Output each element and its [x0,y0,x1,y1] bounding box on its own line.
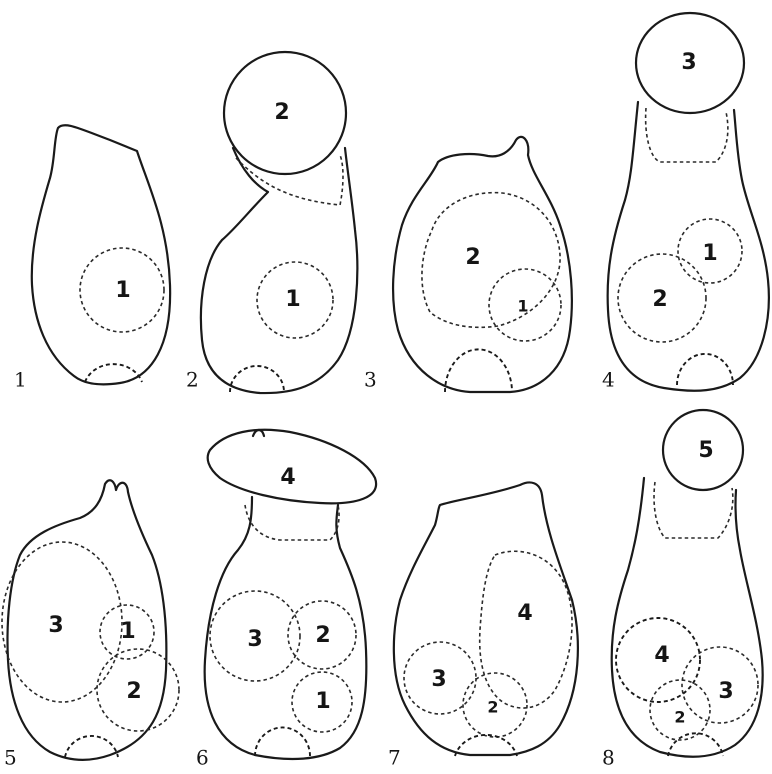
granule-label: 4 [517,601,532,626]
figure-number: 4 [602,368,615,392]
granule-label: 2 [465,245,480,270]
figure-1: 1 1 [14,125,170,391]
figure-number: 7 [388,746,401,770]
figure-number: 2 [186,368,199,392]
granule-4-outline [480,551,572,708]
granule-label: 1 [517,297,528,316]
granule-label: 2 [652,287,667,312]
head-knob [253,430,264,436]
base-granule-outline [255,727,310,756]
base-granule-outline [455,735,517,756]
granule-label: 1 [702,241,717,266]
granule-label: 3 [247,627,262,652]
granule-label: 5 [698,438,713,463]
granule-label: 1 [285,287,300,312]
granule-label: 2 [315,623,330,648]
figure-number: 5 [4,746,17,770]
figure-3: 2 1 3 [364,137,572,392]
granule-label: 1 [120,619,135,644]
granule-label: 2 [274,100,289,125]
cell-outline [612,478,763,757]
cell-outline [32,125,170,384]
cell-outline [201,148,357,393]
granule-label: 2 [487,698,498,717]
figure-number: 8 [602,746,615,770]
neck-outline [654,482,733,538]
granule-label: 2 [674,708,685,727]
figure-7: 4 3 2 7 [388,482,578,769]
figure-2: 2 1 2 [186,52,357,393]
figure-number: 6 [196,746,209,770]
cell-outline [205,497,367,759]
cell-outline [393,137,572,392]
figure-6: 4 3 2 1 6 [196,430,376,770]
figure-8: 5 4 3 2 8 [602,410,763,770]
granule-label: 3 [48,613,63,638]
figure-number: 1 [14,368,27,392]
granule-label: 4 [280,465,295,490]
base-granule-outline [677,354,733,385]
granule-label: 3 [431,667,446,692]
neck-outline [646,108,728,162]
granule-label: 1 [115,278,130,303]
neck-outline [245,505,339,540]
base-granule-outline [445,349,512,392]
figure-number: 3 [364,368,377,392]
cell-outline [394,482,578,755]
cell-outline [8,480,167,760]
granule-label: 2 [126,679,141,704]
granule-label: 1 [315,689,330,714]
granule-label: 3 [718,679,733,704]
granule-label: 4 [654,643,669,668]
granule-2-outline [422,193,560,328]
base-granule-outline [668,733,723,756]
granule-label: 3 [681,50,696,75]
figure-4: 3 1 2 4 [602,13,769,392]
cell-outline [608,102,769,391]
figure-5: 3 1 2 5 [2,480,179,769]
